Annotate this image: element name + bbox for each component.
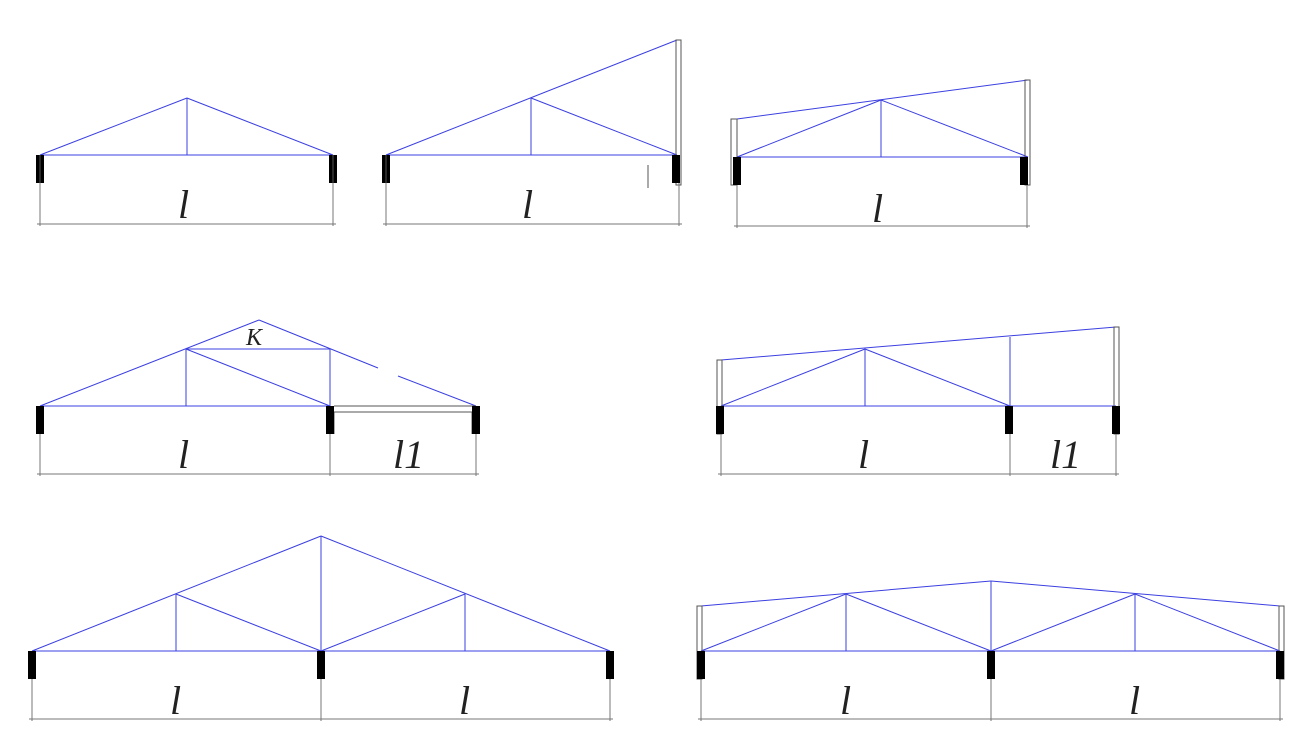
node-k-label: K [245, 325, 264, 351]
span-dimension [383, 183, 682, 226]
span-label: l [178, 182, 189, 227]
scheme-3-lowslope-truss: l [730, 79, 1031, 231]
span-label-2: l [459, 678, 470, 723]
span-dimension [718, 434, 1119, 476]
extension-beam [333, 405, 476, 434]
truss-members [700, 580, 1281, 652]
truss-members [31, 535, 611, 652]
span-label-1: l [170, 678, 181, 723]
span-label: l [858, 432, 869, 477]
extra-span-label: l1 [1050, 432, 1081, 477]
span-label: l [522, 182, 533, 227]
span-dimension [37, 434, 479, 476]
right-support [672, 155, 680, 183]
span-label: l [872, 186, 883, 231]
extra-span-label: l1 [393, 432, 424, 477]
right-support [329, 155, 337, 183]
truss-members [720, 326, 1117, 407]
span-label: l [178, 432, 189, 477]
span-dimension [734, 185, 1030, 228]
span-dimension [698, 679, 1283, 721]
supports [28, 651, 614, 679]
supports [36, 406, 480, 434]
supports [697, 651, 1284, 679]
scheme-1-triangular-truss: l [36, 97, 337, 227]
scheme-4-truss-with-extension: K l l1 [36, 319, 480, 477]
supports [733, 157, 1028, 185]
supports [716, 406, 1120, 434]
scheme-5-lowslope-with-extension: l l1 [716, 326, 1120, 477]
span-label-1: l [840, 678, 851, 723]
left-support [36, 155, 44, 183]
scheme-7-two-span-lowslope: l l [696, 580, 1285, 723]
left-support [382, 155, 390, 183]
span-dimension [29, 679, 613, 721]
span-label-2: l [1129, 678, 1140, 723]
truss-members [39, 319, 477, 407]
span-dimension [37, 183, 336, 226]
truss-members [39, 97, 334, 156]
scheme-2-monopitch-truss: l [382, 39, 682, 227]
scheme-6-two-span-triangular: l l [28, 535, 614, 723]
truss-members [736, 79, 1029, 158]
truss-members [385, 39, 678, 156]
